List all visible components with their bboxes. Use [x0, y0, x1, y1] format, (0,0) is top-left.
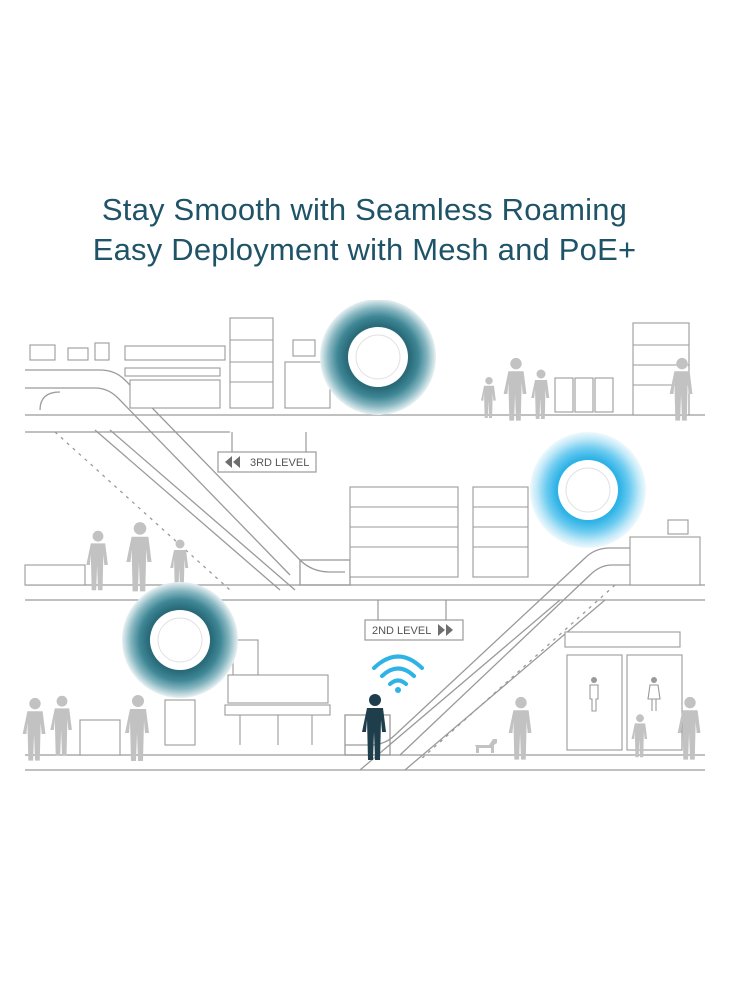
access-point-upper	[320, 300, 436, 415]
sign-2nd-level: 2ND LEVEL	[364, 600, 464, 641]
middle-floor-stores	[24, 486, 701, 586]
mall-illustration: 3RD LEVEL 2ND LEVEL	[22, 300, 705, 771]
headline-line-2: Easy Deployment with Mesh and PoE+	[92, 232, 637, 267]
phone-user	[362, 694, 386, 760]
access-point-lower	[122, 582, 238, 698]
escalator-upper	[25, 369, 351, 591]
shoppers	[22, 357, 701, 761]
left-arrows-icon	[225, 456, 240, 468]
bottom-floor-stores	[79, 631, 683, 756]
wifi-signal-icon	[372, 654, 424, 693]
dog	[475, 739, 497, 753]
sign-3rd-level-label: 3RD LEVEL	[250, 457, 309, 469]
sign-3rd-level: 3RD LEVEL	[217, 432, 317, 473]
male-restroom-icon	[591, 677, 597, 683]
access-point-middle	[530, 432, 646, 548]
sign-2nd-level-label: 2ND LEVEL	[372, 625, 431, 637]
female-restroom-icon	[651, 677, 657, 683]
right-arrows-icon	[438, 624, 453, 636]
headline-line-1: Stay Smooth with Seamless Roaming	[101, 192, 628, 227]
